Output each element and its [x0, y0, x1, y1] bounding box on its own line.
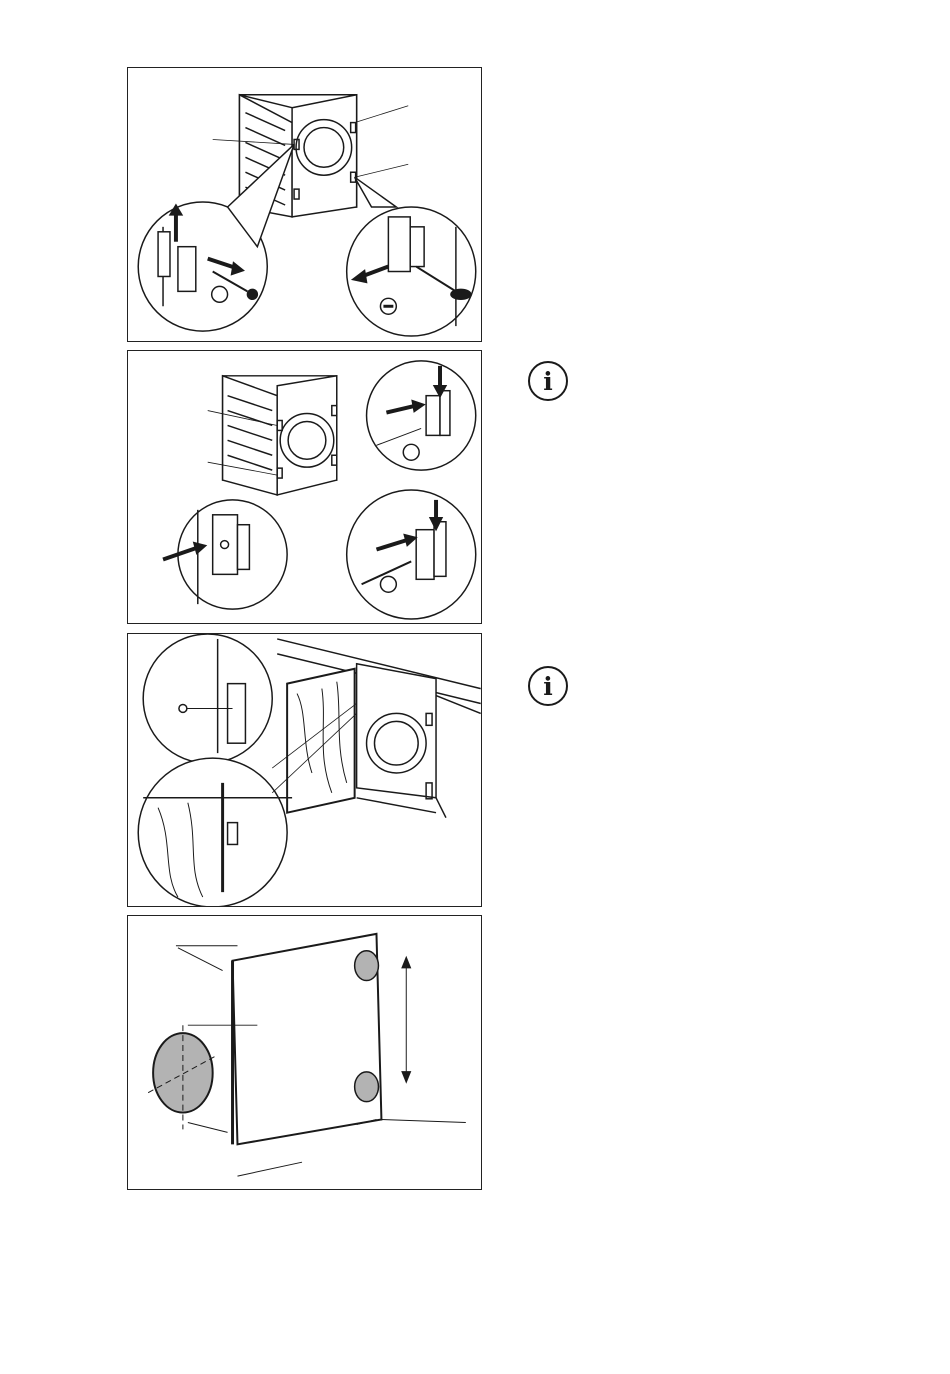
remove-hinge-plates-illustration [128, 68, 481, 341]
furniture-door-fit-illustration [128, 634, 481, 906]
info-icon: i [527, 360, 569, 402]
figure-door-hole-dimensions [127, 915, 482, 1190]
info-glyph: i [543, 367, 553, 396]
figure-remove-hinge-plates [127, 67, 482, 342]
info-glyph: i [543, 672, 553, 701]
figure-furniture-door-fit [127, 633, 482, 907]
move-hinge-plates-illustration [128, 351, 481, 623]
info-icon: i [527, 665, 569, 707]
figure-move-hinge-plates [127, 350, 482, 624]
door-hole-dimensions-illustration [128, 916, 481, 1189]
